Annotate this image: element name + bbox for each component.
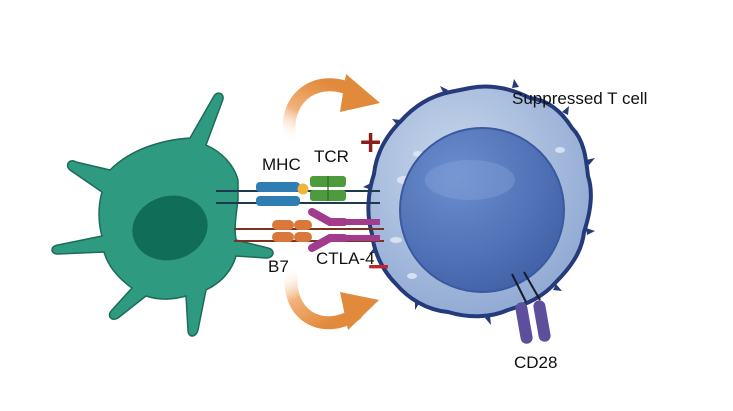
t-cell-icon	[363, 79, 595, 325]
label-b7: B7	[268, 257, 289, 276]
top-arrow-head	[340, 74, 380, 112]
mhc-molecule	[256, 182, 300, 206]
label-suppressed-t-cell: Suppressed T cell	[512, 89, 647, 108]
dendritic-cell-nucleus	[132, 195, 208, 261]
label-cd28: CD28	[514, 353, 557, 372]
plus-sign: +	[358, 125, 383, 160]
tcr-molecule	[310, 176, 346, 201]
dendritic-cell-icon	[51, 92, 274, 337]
label-ctla4: CTLA-4	[316, 249, 375, 268]
label-mhc: MHC	[262, 155, 301, 174]
top-curved-arrow	[282, 74, 380, 147]
t-cell-nucleus	[399, 127, 565, 293]
b7-ctla4-complex	[234, 208, 384, 252]
peptide	[297, 183, 309, 195]
bottom-curved-arrow	[284, 261, 379, 330]
bottom-arrow-head	[340, 292, 379, 330]
ctla4-molecule	[308, 208, 380, 252]
mhc-tcr-complex	[216, 176, 380, 206]
label-tcr: TCR	[314, 147, 349, 166]
cd28-receptor	[511, 271, 551, 344]
minus-sign: −	[366, 249, 391, 284]
b7-molecule	[272, 220, 312, 242]
